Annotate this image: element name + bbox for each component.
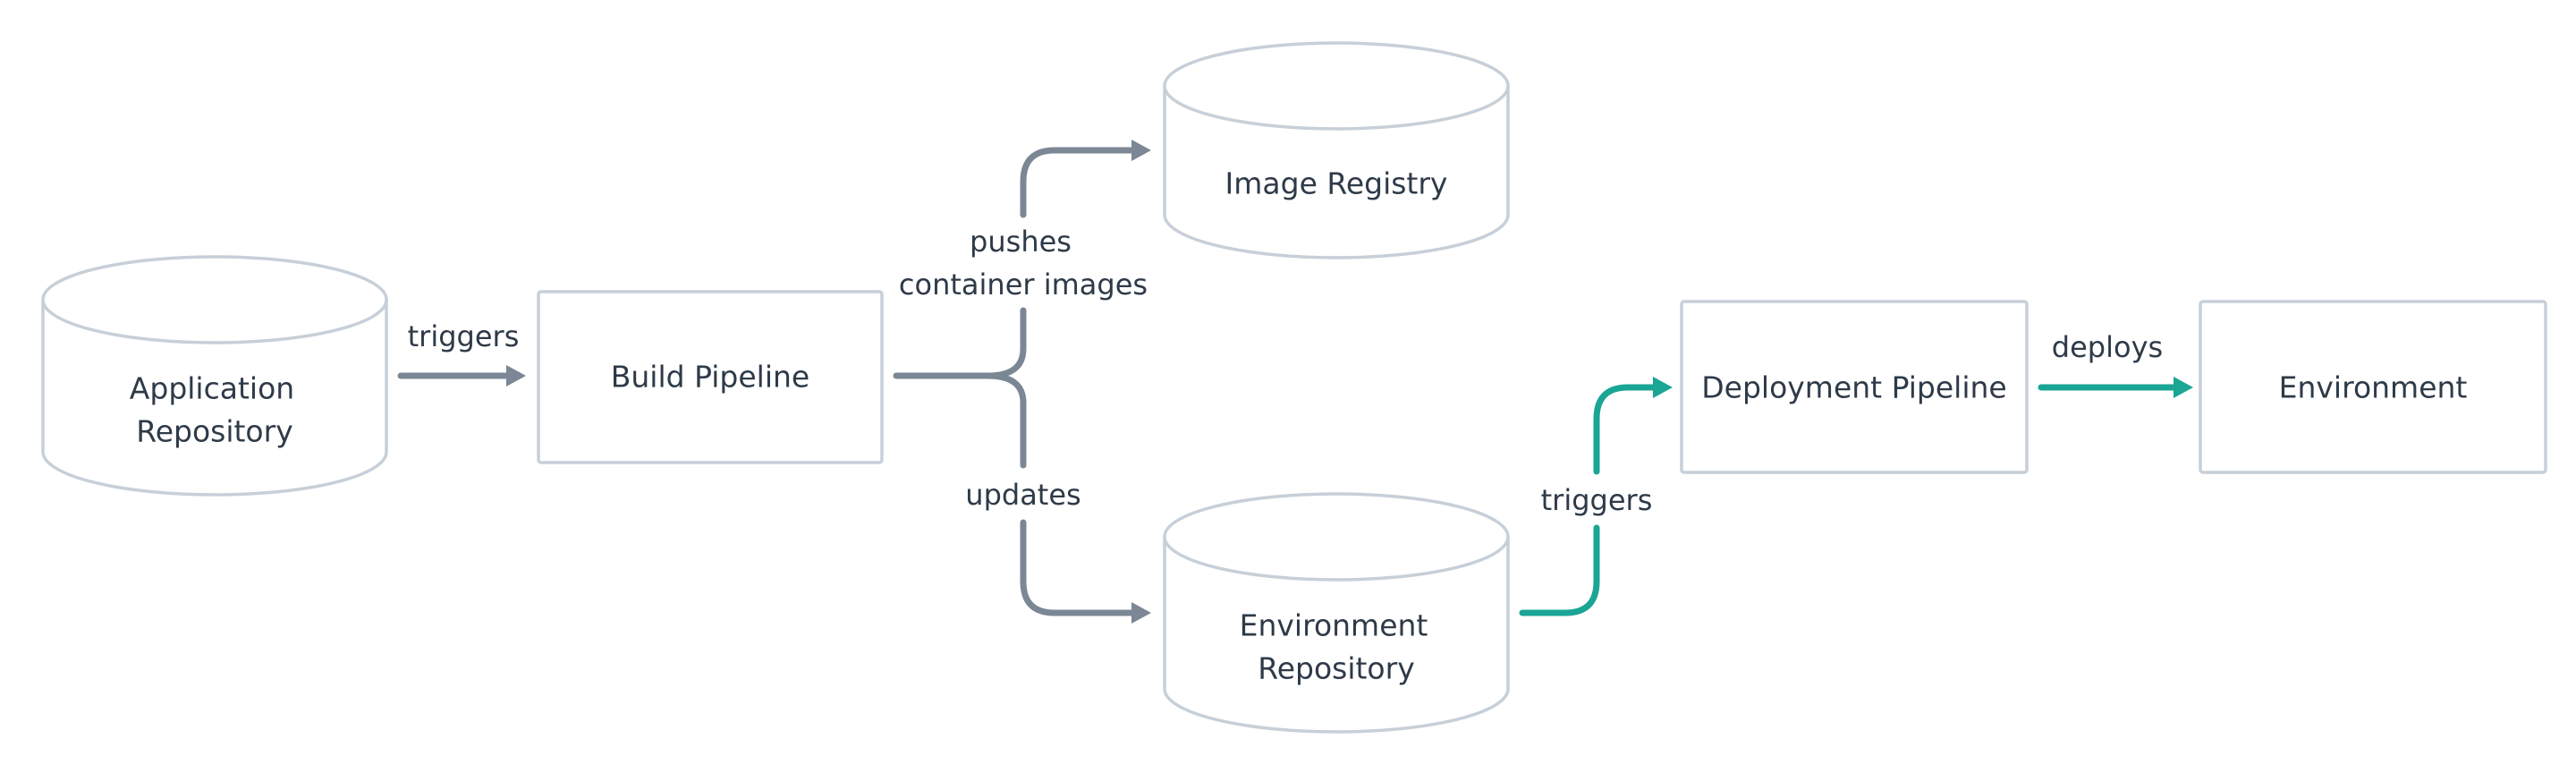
deployment-pipeline-label: Deployment Pipeline: [1701, 370, 2007, 405]
edge-label-triggers-env-deploy: triggers: [1541, 483, 1653, 517]
node-image-registry: Image Registry: [1163, 41, 1510, 259]
build-pipeline-label: Build Pipeline: [611, 360, 809, 395]
application-repository-label-line1: Application: [130, 371, 294, 406]
edge-build-to-registry: [1020, 140, 1151, 218]
node-deployment-pipeline: Deployment Pipeline: [1680, 300, 2029, 474]
node-environment-repository: Environment Repository: [1163, 492, 1510, 734]
environment-repository-label-line1: Environment: [1240, 608, 1428, 643]
image-registry-label: Image Registry: [1225, 166, 1448, 201]
node-environment: Environment: [2199, 300, 2547, 474]
environment-label: Environment: [2279, 370, 2468, 405]
edge-label-deploys: deploys: [2052, 330, 2163, 364]
node-application-repository: Application Repository: [41, 255, 388, 497]
edge-env-repo-to-deploy: [1519, 377, 1673, 616]
edge-label-updates: updates: [965, 478, 1080, 512]
edge-app-to-build: [397, 365, 526, 386]
node-build-pipeline: Build Pipeline: [537, 290, 884, 464]
edge-label-pushes: pushes: [970, 225, 1072, 259]
environment-repository-label-line2: Repository: [1258, 651, 1414, 686]
application-repository-label-line2: Repository: [136, 414, 292, 449]
edge-build-fork: [893, 307, 1027, 469]
edge-label-container-images: container images: [899, 268, 1148, 302]
edge-build-to-env-repo: [1020, 519, 1151, 624]
edge-deploy-to-env: [2038, 377, 2193, 398]
edge-label-triggers-app-build: triggers: [408, 319, 520, 353]
